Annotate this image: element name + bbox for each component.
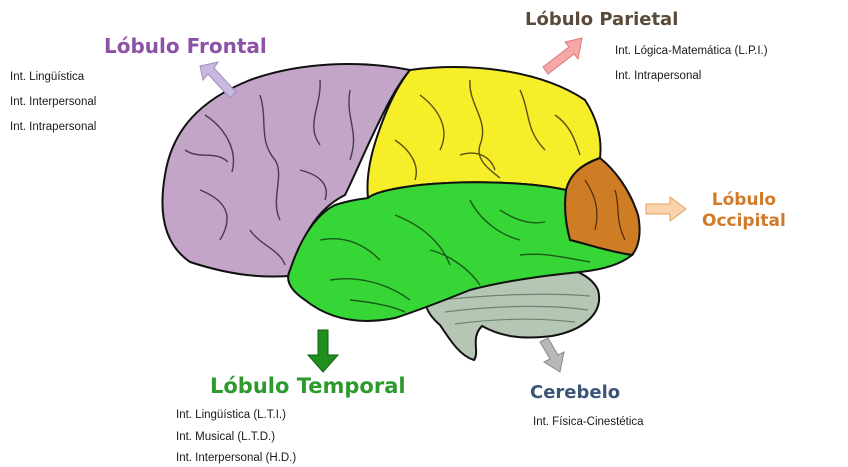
- temporal-item: Int. Lingüística (L.T.I.): [176, 410, 286, 422]
- arrow-occipital-icon: [646, 197, 686, 221]
- parietal-item: Int. Lógica-Matemática (L.P.I.): [615, 46, 768, 58]
- frontal-item: Int. Lingüística: [10, 72, 84, 84]
- parietal-item: Int. Intrapersonal: [615, 71, 701, 83]
- temporal-item: Int. Interpersonal (H.D.): [176, 453, 296, 465]
- parietal-lobe-title: Lóbulo Parietal: [525, 9, 678, 30]
- temporal-lobe-title: Lóbulo Temporal: [210, 374, 406, 398]
- arrow-temporal-icon: [308, 330, 338, 372]
- frontal-item: Int. Intrapersonal: [10, 122, 96, 134]
- parietal-lobe-region: [367, 67, 600, 198]
- cerebelo-item: Int. Física-Cinestética: [533, 417, 644, 429]
- cerebelo-title: Cerebelo: [530, 382, 620, 403]
- temporal-item: Int. Musical (L.T.D.): [176, 432, 275, 444]
- arrow-cerebelo-icon: [540, 338, 564, 372]
- occipital-lobe-title: Lóbulo Occipital: [702, 190, 786, 233]
- frontal-lobe-title: Lóbulo Frontal: [104, 34, 267, 58]
- occipital-lobe-region: [565, 158, 640, 255]
- occipital-title-line1: Lóbulo: [702, 190, 786, 211]
- arrow-frontal-icon: [200, 62, 236, 98]
- arrow-parietal-icon: [543, 38, 582, 74]
- occipital-title-line2: Occipital: [702, 211, 786, 232]
- frontal-item: Int. Interpersonal: [10, 97, 96, 109]
